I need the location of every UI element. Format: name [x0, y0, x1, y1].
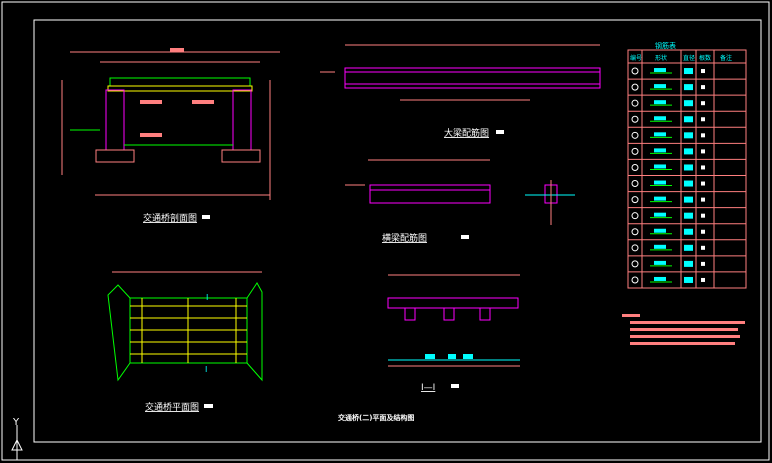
header-shape: 形状: [655, 54, 667, 62]
cross-beam-view: 横梁配筋图: [345, 159, 575, 244]
rebar-diameter: [684, 196, 693, 203]
rebar-number-marker: [631, 147, 639, 155]
rebar-count: [701, 197, 705, 202]
header-count: 根数: [699, 54, 711, 62]
ucs-icon: Y: [11, 417, 23, 460]
rebar-shape: [654, 84, 666, 89]
rebar-count: [701, 245, 705, 250]
notes-block: [622, 314, 745, 345]
section-view-title: 交通桥剖面图: [143, 212, 197, 224]
rebar-number-marker: [631, 67, 639, 75]
rebar-shape: [654, 212, 666, 217]
rebar-diameter: [684, 228, 693, 235]
rebar-number-marker: [631, 276, 639, 284]
bridge-section-view: 交通桥剖面图: [61, 48, 280, 224]
plan-view-title: 交通桥平面图: [145, 401, 199, 413]
rebar-shape: [654, 68, 666, 73]
drawing-frame: [33, 19, 762, 443]
rebar-shape: [654, 180, 666, 185]
rebar-table-title: 钢筋表: [655, 41, 676, 50]
rebar-diameter: [684, 148, 693, 155]
rebar-diameter: [684, 244, 693, 251]
rebar-diameter: [684, 276, 693, 283]
cut-mark-bottom: I: [205, 365, 207, 374]
main-beam-title: 大梁配筋图: [444, 127, 489, 139]
sheet-title: 交通桥(二)平面及结构图: [338, 413, 414, 422]
rebar-diameter: [684, 116, 693, 123]
rebar-diameter: [684, 180, 693, 187]
rebar-count: [701, 213, 705, 218]
rebar-shape: [654, 116, 666, 121]
rebar-count: [701, 85, 705, 90]
bridge-plan-view: I I 交通桥平面图: [107, 271, 263, 413]
rebar-diameter: [684, 100, 693, 107]
rebar-count: [701, 181, 705, 186]
rebar-count: [701, 117, 705, 122]
rebar-number-marker: [631, 163, 639, 171]
rebar-number-marker: [631, 212, 639, 220]
rebar-number-marker: [631, 244, 639, 252]
rebar-number-marker: [631, 180, 639, 188]
rebar-count: [701, 101, 705, 106]
rebar-number-marker: [631, 115, 639, 123]
rebar-count: [701, 69, 705, 74]
rebar-diameter: [684, 164, 693, 171]
rebar-shape: [654, 260, 666, 265]
rebar-shape: [654, 196, 666, 201]
rebar-count: [701, 133, 705, 138]
rebar-number-marker: [631, 99, 639, 107]
rebar-count: [701, 229, 705, 234]
header-number: 编号: [630, 54, 642, 62]
rebar-count: [701, 165, 705, 170]
rebar-shape: [654, 132, 666, 137]
rebar-shape: [654, 164, 666, 169]
rebar-count: [701, 149, 705, 154]
rebar-number-marker: [631, 260, 639, 268]
rebar-table: 钢筋表 编号 形状 直径 根数 备注: [627, 41, 747, 289]
rebar-diameter: [684, 212, 693, 219]
rebar-number-marker: [631, 228, 639, 236]
rebar-count: [701, 277, 705, 282]
rebar-shape: [654, 228, 666, 233]
rebar-count: [701, 261, 705, 266]
header-diameter: 直径: [683, 54, 695, 62]
rebar-shape: [654, 100, 666, 105]
main-beam-view: 大梁配筋图: [320, 44, 601, 139]
rebar-number-marker: [631, 131, 639, 139]
rebar-diameter: [684, 260, 693, 267]
section-cut-title: I—I: [421, 383, 435, 393]
ucs-y-label: Y: [12, 417, 20, 428]
rebar-shape: [654, 244, 666, 249]
rebar-number-marker: [631, 196, 639, 204]
cut-mark-top: I: [206, 293, 208, 302]
header-remark: 备注: [720, 54, 732, 62]
rebar-diameter: [684, 84, 693, 91]
rebar-number-marker: [631, 83, 639, 91]
cross-beam-title: 横梁配筋图: [382, 232, 427, 244]
rebar-shape: [654, 148, 666, 153]
rebar-shape: [654, 276, 666, 281]
rebar-diameter: [684, 132, 693, 139]
section-cut-view: I—I: [387, 274, 520, 393]
rebar-diameter: [684, 68, 693, 75]
